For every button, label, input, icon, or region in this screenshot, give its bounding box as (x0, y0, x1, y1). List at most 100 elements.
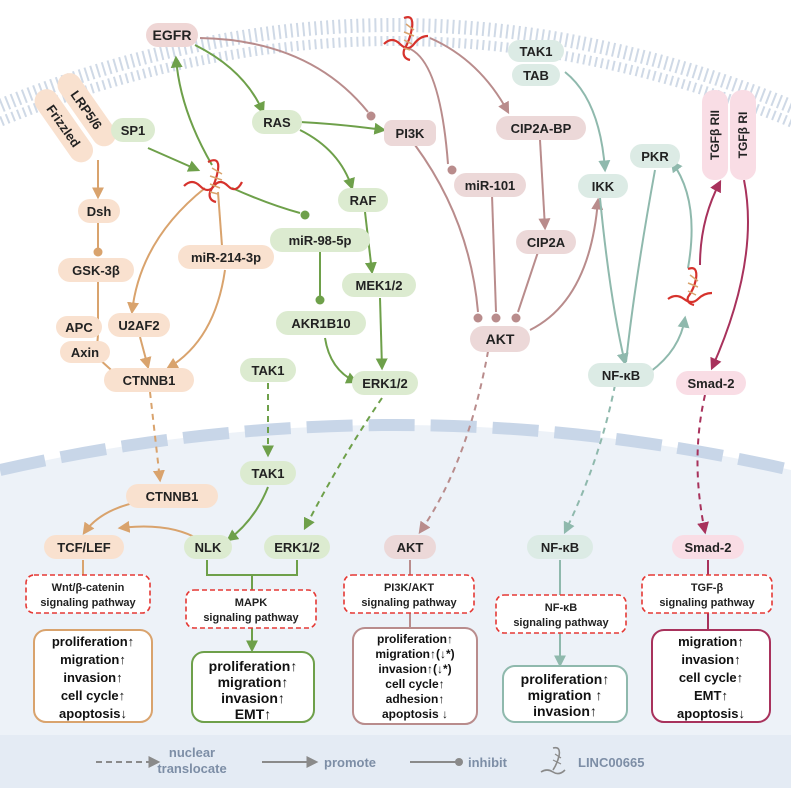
lnc-icon-top (383, 16, 429, 62)
svg-text:adhesion↑: adhesion↑ (386, 692, 445, 706)
inhibit-dot-mir101 (447, 165, 457, 175)
svg-text:SP1: SP1 (121, 123, 146, 138)
node-mir101: miR-101 (454, 173, 526, 197)
svg-text:Dsh: Dsh (87, 204, 112, 219)
edge-pkr-nfkb (625, 169, 656, 363)
edge-lnc-mir101 (407, 47, 449, 165)
edge-akt-nuclear (418, 339, 491, 534)
svg-text:apoptosis ↓: apoptosis ↓ (382, 707, 448, 721)
svg-text:Smad-2: Smad-2 (688, 376, 735, 391)
svg-text:migration↑: migration↑ (218, 674, 289, 690)
outcome-mapk: proliferation↑ migration↑ invasion↑ EMT↑ (191, 651, 315, 723)
node-raf: RAF (338, 188, 388, 212)
edge-lnc-mir98 (231, 187, 301, 214)
svg-text:apoptosis↓: apoptosis↓ (677, 706, 745, 721)
svg-text:invasion↑: invasion↑ (63, 670, 122, 685)
inhibit-dot-pi3k (366, 111, 376, 121)
inhibit-dot-gsk (93, 247, 103, 257)
node-akt-cyto: AKT (470, 326, 530, 352)
svg-text:NF-κB: NF-κB (541, 540, 579, 555)
svg-text:CIP2A: CIP2A (527, 235, 566, 250)
svg-text:GSK-3β: GSK-3β (72, 263, 120, 278)
edge-akr-erk (324, 337, 359, 384)
edge-tak1-nlk (226, 486, 269, 542)
svg-text:MAPK: MAPK (235, 597, 267, 609)
svg-text:migration↑: migration↑ (60, 652, 126, 667)
legend-lnc-icon (540, 746, 566, 775)
node-u2af2: U2AF2 (108, 313, 170, 337)
node-pi3k: PI3K (384, 120, 436, 146)
legend: nuclear translocate promote inhibit LINC… (96, 745, 644, 776)
svg-text:NLK: NLK (195, 540, 222, 555)
svg-text:TAK1: TAK1 (520, 44, 553, 59)
node-mir214: miR-214-3p (178, 245, 274, 269)
outcome-tgf: migration↑ invasion↑ cell cycle↑ EMT↑ ap… (651, 629, 771, 723)
svg-text:TAK1: TAK1 (252, 466, 285, 481)
svg-text:miR-98-5p: miR-98-5p (289, 233, 352, 248)
svg-text:ERK1/2: ERK1/2 (362, 376, 408, 391)
inhibit-dot-akt1 (473, 313, 483, 323)
edge-mir101-akt (491, 194, 497, 313)
svg-text:IKK: IKK (592, 179, 615, 194)
svg-text:CIP2A-BP: CIP2A-BP (511, 121, 572, 136)
svg-text:inhibit: inhibit (468, 755, 508, 770)
node-nfkb-nuc: NF-κB (527, 535, 593, 559)
svg-text:EMT↑: EMT↑ (694, 688, 728, 703)
svg-text:PI3K/AKT: PI3K/AKT (384, 582, 434, 594)
node-pkr: PKR (630, 144, 680, 168)
svg-text:Smad-2: Smad-2 (685, 540, 732, 555)
svg-text:TCF/LEF: TCF/LEF (57, 540, 110, 555)
edge-ras-raf (299, 129, 355, 191)
svg-text:TGF-β: TGF-β (691, 582, 724, 594)
outcome-akt: proliferation↑ migration↑(↓*) invasion↑(… (352, 627, 478, 725)
svg-text:signaling pathway: signaling pathway (659, 597, 755, 609)
node-tak1-tab: TAK1 TAB (508, 40, 564, 86)
svg-text:CTNNB1: CTNNB1 (146, 489, 199, 504)
edge-smad-nuclear (696, 394, 709, 535)
edge-lnc-tgfr (699, 179, 722, 266)
edge-ctnnb1-nuclear (149, 391, 165, 483)
node-ctnnb1-cyto: CTNNB1 (104, 368, 194, 392)
edge-lnc-pkr (670, 160, 693, 269)
svg-text:invasion↑: invasion↑ (221, 690, 285, 706)
inhibit-dot-mir98 (300, 210, 310, 220)
edge-u2af2-ctnnb1 (139, 336, 152, 370)
svg-text:Wnt/β-catenin: Wnt/β-catenin (52, 582, 125, 594)
node-nlk: NLK (184, 535, 232, 559)
node-cip2abp: CIP2A-BP (496, 116, 586, 140)
svg-text:apoptosis↓: apoptosis↓ (59, 706, 127, 721)
svg-text:signaling pathway: signaling pathway (513, 617, 609, 629)
svg-text:proliferation↑: proliferation↑ (52, 634, 134, 649)
node-gsk3b: GSK-3β (58, 258, 134, 282)
node-smad-cyto: Smad-2 (676, 371, 746, 395)
node-tgf-receptors: TGFβ RII TGFβ RI (702, 90, 756, 180)
svg-text:migration↑: migration↑ (678, 634, 744, 649)
node-sp1: SP1 (111, 118, 155, 142)
svg-text:translocate: translocate (157, 761, 226, 776)
inhibit-dot-akt2 (491, 313, 501, 323)
edge-egfr-ras (194, 44, 265, 115)
node-mek: MEK1/2 (342, 273, 416, 297)
node-ikk: IKK (578, 174, 628, 198)
svg-text:miR-101: miR-101 (465, 178, 516, 193)
pathway-wnt: Wnt/β-catenin signaling pathway (25, 574, 151, 614)
svg-text:miR-214-3p: miR-214-3p (191, 250, 261, 265)
pathway-akt: PI3K/AKT signaling pathway (343, 574, 475, 614)
node-ras: RAS (252, 110, 302, 134)
node-akt-nuc: AKT (384, 535, 436, 559)
pathway-tgf: TGF-β signaling pathway (641, 574, 773, 614)
edge-nfkb-nuclear (563, 384, 616, 535)
svg-text:cell cycle↑: cell cycle↑ (61, 688, 125, 703)
svg-text:Axin: Axin (71, 345, 99, 360)
edge-tab-ikk (564, 71, 611, 173)
svg-text:TAK1: TAK1 (252, 363, 285, 378)
lnc-icon-right (667, 267, 713, 307)
svg-text:U2AF2: U2AF2 (118, 318, 159, 333)
inhibit-dot-akt3 (511, 313, 521, 323)
svg-text:invasion↑(↓*): invasion↑(↓*) (378, 662, 451, 676)
svg-text:signaling pathway: signaling pathway (203, 612, 299, 624)
pathway-mapk: MAPK signaling pathway (185, 589, 317, 629)
edge-ras-pi3k (299, 121, 387, 135)
edge-ikk-nfkb (599, 197, 629, 366)
